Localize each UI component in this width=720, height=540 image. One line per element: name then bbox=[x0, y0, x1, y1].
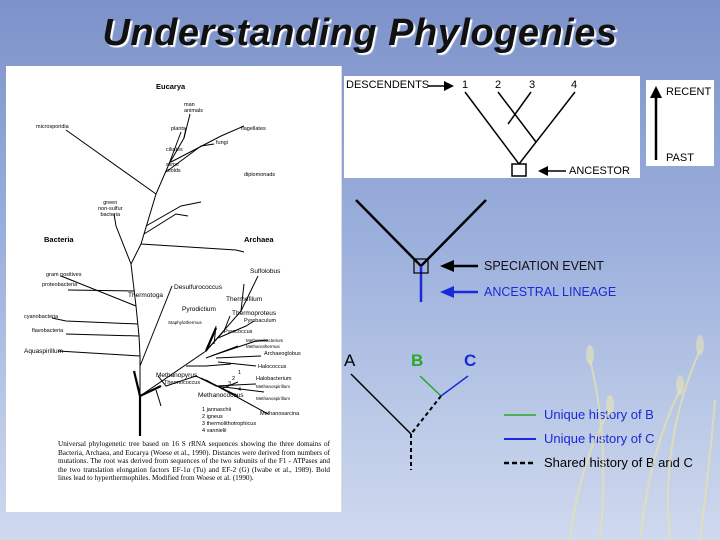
label-descendents: DESCENDENTS bbox=[346, 79, 430, 91]
label-cyanobacteria: cyanobacteria bbox=[24, 314, 59, 320]
tree-num-4: 4 bbox=[238, 387, 242, 393]
tip-1: 1 bbox=[462, 79, 469, 91]
domain-bacteria: Bacteria bbox=[44, 235, 74, 244]
grass-decoration bbox=[569, 335, 716, 540]
tree-of-life-lines bbox=[51, 113, 269, 436]
label-diplomonads: diplomonads bbox=[244, 172, 276, 178]
label-staphylothermus: Staphylothermus bbox=[168, 320, 202, 325]
label-sulfolobus: Sulfolobus bbox=[250, 268, 281, 275]
label-pyrodictium: Pyrodictium bbox=[182, 306, 216, 313]
label-proteobacteria: proteobacteria bbox=[42, 282, 78, 288]
label-ciliates: ciliates bbox=[166, 147, 183, 153]
label-pyrobaculum: Pyrobaculum bbox=[244, 318, 277, 324]
label-methanosarcina: Methanosarcina bbox=[260, 411, 300, 417]
label-thermococcus: Thermococcus bbox=[164, 380, 201, 386]
list-2: 2 igneus bbox=[202, 414, 223, 420]
tree-of-life-panel: Eucarya Bacteria Archaea man animals pla… bbox=[6, 66, 342, 512]
label-ancestor: ANCESTOR bbox=[569, 165, 630, 177]
tip-4: 4 bbox=[571, 79, 578, 91]
label-halococcus: Halococcus bbox=[258, 364, 287, 370]
tip-c: C bbox=[464, 351, 477, 370]
label-methanothermus: Methanothermus bbox=[246, 344, 280, 349]
list-1: 1 jannaschii bbox=[202, 407, 232, 413]
label-halobacterium: Halobacterium bbox=[256, 376, 292, 382]
label-gram-positives: gram positives bbox=[46, 272, 82, 278]
label-methanospirillum: Methanospirillum bbox=[256, 384, 291, 389]
legend-unique-c: Unique history of C bbox=[544, 431, 655, 446]
label-methanopyrus: Methanopyrus bbox=[156, 372, 198, 379]
label-flagellates: flagellates bbox=[241, 126, 266, 132]
tree-num-1: 1 bbox=[238, 370, 242, 376]
tree-num-2: 2 bbox=[232, 376, 236, 382]
tip-b: B bbox=[411, 351, 424, 370]
tree-caption: Universal phylogenetic tree based on 16 … bbox=[58, 440, 330, 483]
tip-a: A bbox=[344, 351, 356, 370]
label-man-animals: man animals bbox=[184, 102, 203, 114]
label-slime-molds: slime molds bbox=[166, 162, 181, 174]
list-4: 4 vannielii bbox=[202, 428, 227, 434]
label-fungi: fungi bbox=[216, 140, 228, 146]
slide-title: Understanding Phylogenies bbox=[102, 12, 618, 54]
label-methanosarcina-sub: Methanospirillum bbox=[256, 396, 291, 401]
domain-eucarya: Eucarya bbox=[156, 82, 186, 91]
label-desulfurococcus: Desulfurococcus bbox=[174, 284, 223, 291]
label-aquaspirillum: Aquaspirillum bbox=[24, 348, 64, 355]
label-ancestral-lineage: ANCESTRAL LINEAGE bbox=[484, 285, 617, 299]
tip-2: 2 bbox=[495, 79, 502, 91]
domain-archaea: Archaea bbox=[244, 235, 274, 244]
label-pyrococcus: Pyrococcus bbox=[224, 329, 253, 335]
label-methanococcus: Methanococcus bbox=[198, 392, 244, 399]
label-green-nonsulfur: green non-sulfur bacteria bbox=[98, 200, 123, 218]
label-thermoproteus: Thermoproteus bbox=[232, 310, 277, 317]
list-3: 3 thermolithotrophicus bbox=[202, 421, 257, 427]
label-microsporidia: microsporidia bbox=[36, 124, 69, 130]
label-methanobacterium: Methanobacterium bbox=[246, 338, 284, 343]
label-thermofilum: Thermofilum bbox=[226, 296, 263, 303]
label-archaeoglobus: Archaeoglobus bbox=[264, 351, 301, 357]
label-past: PAST bbox=[666, 152, 694, 164]
label-recent: RECENT bbox=[666, 86, 712, 98]
tree-num-3: 3 bbox=[228, 381, 232, 387]
label-plants: plants bbox=[171, 126, 186, 132]
label-speciation-event: SPECIATION EVENT bbox=[484, 259, 604, 273]
label-flavobacteria: flavobacteria bbox=[32, 328, 64, 334]
tip-3: 3 bbox=[529, 79, 536, 91]
label-thermotoga: Thermotoga bbox=[128, 292, 164, 299]
